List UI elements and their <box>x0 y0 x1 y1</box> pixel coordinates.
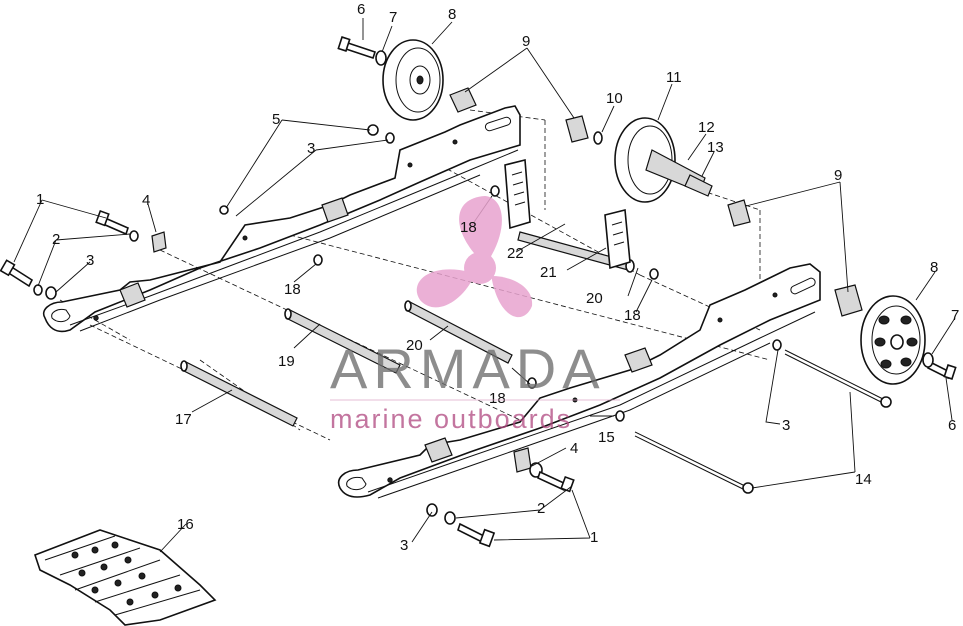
callout-9-upper: 9 <box>522 33 530 50</box>
watermark-logo-icon <box>416 196 533 318</box>
bolt-14a <box>784 349 886 401</box>
callout-2-left: 2 <box>52 231 60 248</box>
hardware <box>0 36 957 548</box>
watermark-brand: ARMADA <box>330 337 606 400</box>
leader-lines <box>13 18 956 553</box>
callout-13: 13 <box>707 139 724 156</box>
callout-6-upper: 6 <box>357 1 365 18</box>
callout-8-upper: 8 <box>448 6 456 23</box>
callout-2-bottom: 2 <box>537 500 545 517</box>
callout-14: 14 <box>855 471 872 488</box>
callout-numbers: 6 7 8 9 10 11 12 13 9 5 3 1 4 2 3 18 22 … <box>36 1 959 554</box>
bracket-21 <box>604 208 631 270</box>
callout-21: 21 <box>540 264 557 281</box>
watermark: ARMADA marine outboards <box>330 337 620 434</box>
rail-lower <box>338 263 821 499</box>
callout-7-upper: 7 <box>389 9 397 26</box>
callout-3-right: 3 <box>782 417 790 434</box>
callout-3-left: 3 <box>86 252 94 269</box>
callout-20-lower: 20 <box>406 337 423 354</box>
callout-18-b: 18 <box>284 281 301 298</box>
callout-10: 10 <box>606 90 623 107</box>
callout-9-right: 9 <box>834 167 842 184</box>
shaft-17 <box>181 361 298 427</box>
idler-wheel-8-lower <box>860 295 926 385</box>
callout-3-upper: 3 <box>307 140 315 157</box>
idler-wheel-11 <box>614 117 713 203</box>
part-16-scraper <box>33 529 217 626</box>
cross-shafts <box>180 158 892 494</box>
callout-5: 5 <box>272 111 280 128</box>
callout-17: 17 <box>175 411 192 428</box>
callout-22: 22 <box>507 245 524 262</box>
callout-15: 15 <box>598 429 615 446</box>
callout-19: 19 <box>278 353 295 370</box>
callout-1-bottom: 1 <box>590 529 598 546</box>
callout-12: 12 <box>698 119 715 136</box>
callout-20-upper: 20 <box>586 290 603 307</box>
callout-18-a: 18 <box>460 219 477 236</box>
callout-8-right: 8 <box>930 259 938 276</box>
callout-4-left: 4 <box>142 192 150 209</box>
callout-18-d: 18 <box>489 390 506 407</box>
callout-4-bottom: 4 <box>570 440 578 457</box>
rail-upper <box>43 105 521 333</box>
callout-1-left: 1 <box>36 191 44 208</box>
callout-11: 11 <box>666 69 682 86</box>
bolt-14b <box>634 431 746 487</box>
idler-wheel-8-upper <box>382 39 444 121</box>
callout-6-right: 6 <box>948 417 956 434</box>
callout-3-bottom: 3 <box>400 537 408 554</box>
callout-16: 16 <box>177 516 194 533</box>
watermark-tagline: marine outboards <box>330 404 572 434</box>
callout-7-right: 7 <box>951 307 959 324</box>
callout-18-c: 18 <box>624 307 641 324</box>
